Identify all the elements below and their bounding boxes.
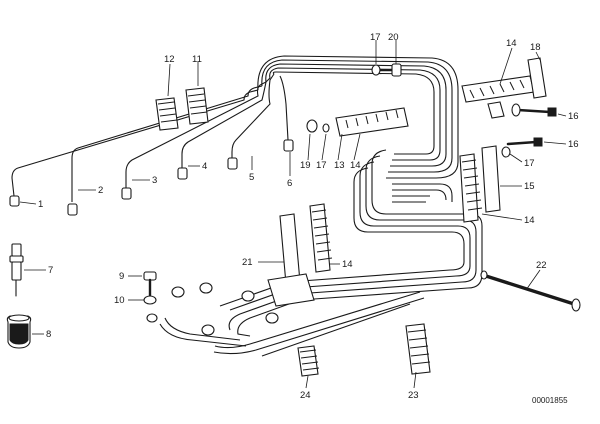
screw-20 bbox=[371, 63, 402, 77]
long-bolt-22 bbox=[480, 270, 581, 312]
clamp-23 bbox=[405, 323, 431, 375]
callout-17-top: 17 bbox=[370, 32, 381, 43]
clamp-11 bbox=[185, 87, 209, 125]
callout-18: 18 bbox=[530, 42, 541, 53]
nozzle-grommet bbox=[6, 314, 32, 349]
callout-14-right: 14 bbox=[524, 215, 535, 226]
clamp-24 bbox=[297, 345, 320, 377]
bolt-9-and-washer-10 bbox=[143, 271, 158, 323]
callout-14-upper: 14 bbox=[506, 38, 517, 49]
callout-4: 4 bbox=[202, 161, 207, 172]
callout-13: 13 bbox=[334, 160, 345, 171]
holder-center bbox=[267, 203, 333, 307]
injection-line-bundle bbox=[11, 55, 483, 357]
callout-24: 24 bbox=[300, 390, 311, 401]
holder-central bbox=[306, 107, 409, 137]
callout-22: 22 bbox=[536, 260, 547, 271]
callout-14-central: 14 bbox=[350, 160, 361, 171]
callout-15: 15 bbox=[524, 181, 535, 192]
holder-right-middle bbox=[459, 145, 511, 223]
callout-6: 6 bbox=[287, 178, 292, 189]
callout-leaders bbox=[19, 40, 567, 389]
callout-3: 3 bbox=[152, 175, 157, 186]
callout-2: 2 bbox=[98, 185, 103, 196]
callout-labels: 1 2 3 4 5 6 7 8 9 10 11 12 13 14 14 14 1… bbox=[38, 32, 579, 405]
screw-16-lower bbox=[506, 137, 543, 147]
callout-16-lower: 16 bbox=[568, 139, 579, 150]
clamp-12 bbox=[155, 97, 179, 131]
callout-19: 19 bbox=[300, 160, 311, 171]
callout-17-right: 17 bbox=[524, 158, 535, 169]
diagram-code: 00001855 bbox=[532, 396, 568, 405]
return-line-fittings bbox=[171, 282, 279, 336]
callout-14-center: 14 bbox=[342, 259, 353, 270]
callout-16-upper: 16 bbox=[568, 111, 579, 122]
callout-1: 1 bbox=[38, 199, 43, 210]
callout-17-central: 17 bbox=[316, 160, 327, 171]
line-end-fittings bbox=[9, 139, 294, 216]
callout-20: 20 bbox=[388, 32, 399, 43]
callout-11: 11 bbox=[192, 54, 202, 65]
callout-12: 12 bbox=[164, 54, 175, 65]
holder-bar-upper bbox=[461, 57, 547, 119]
callout-10: 10 bbox=[114, 295, 125, 306]
injector-nozzle bbox=[9, 243, 24, 297]
screw-16-upper bbox=[511, 103, 557, 117]
callout-8: 8 bbox=[46, 329, 51, 340]
callout-7: 7 bbox=[48, 265, 53, 276]
pipe-clamps-lower bbox=[297, 323, 431, 377]
callout-9: 9 bbox=[119, 271, 124, 282]
callout-5: 5 bbox=[249, 172, 254, 183]
callout-21: 21 bbox=[242, 257, 253, 268]
pipe-clamps-upper bbox=[155, 87, 209, 131]
callout-23: 23 bbox=[408, 390, 419, 401]
